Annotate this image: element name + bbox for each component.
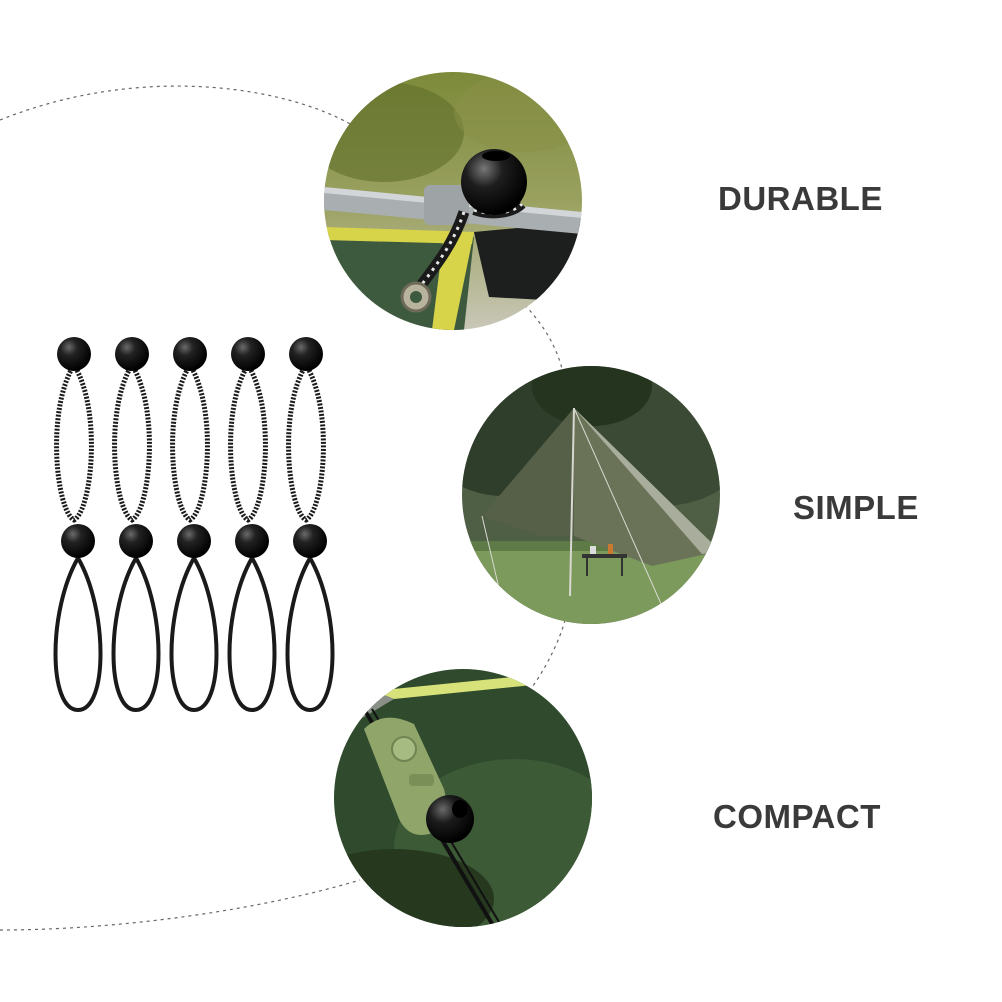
beaded-bungee <box>54 337 94 523</box>
feature-label-compact: COMPACT <box>713 798 881 835</box>
ball-icon <box>57 337 91 371</box>
ball-icon <box>231 337 265 371</box>
feature-label-durable: DURABLE <box>718 180 883 217</box>
beaded-bungee <box>228 337 268 523</box>
plain-bungee <box>53 524 103 713</box>
beaded-bungee <box>286 337 326 523</box>
durable-photo-circle <box>324 72 582 330</box>
bungee-ball-on-pole-icon <box>324 72 582 330</box>
plain-bungee <box>285 524 335 713</box>
ball-icon <box>177 524 211 558</box>
ball-icon <box>293 524 327 558</box>
plain-bungee <box>111 524 161 713</box>
tarp-clip-ball-icon <box>334 669 592 927</box>
ball-icon <box>235 524 269 558</box>
ball-icon <box>115 337 149 371</box>
plain-bungee <box>169 524 219 713</box>
ball-icon <box>119 524 153 558</box>
ball-bungee-product-illustration <box>53 337 335 713</box>
beaded-bungee-row <box>54 337 326 523</box>
beaded-bungee <box>170 337 210 523</box>
tarp-tent-icon <box>462 366 720 624</box>
ball-icon <box>289 337 323 371</box>
compact-photo-circle <box>334 669 592 927</box>
plain-bungee <box>227 524 277 713</box>
plain-bungee-row <box>53 524 335 713</box>
ball-icon <box>61 524 95 558</box>
beaded-bungee <box>112 337 152 523</box>
simple-photo-circle <box>462 366 720 624</box>
ball-icon <box>173 337 207 371</box>
feature-label-simple: SIMPLE <box>793 489 919 526</box>
